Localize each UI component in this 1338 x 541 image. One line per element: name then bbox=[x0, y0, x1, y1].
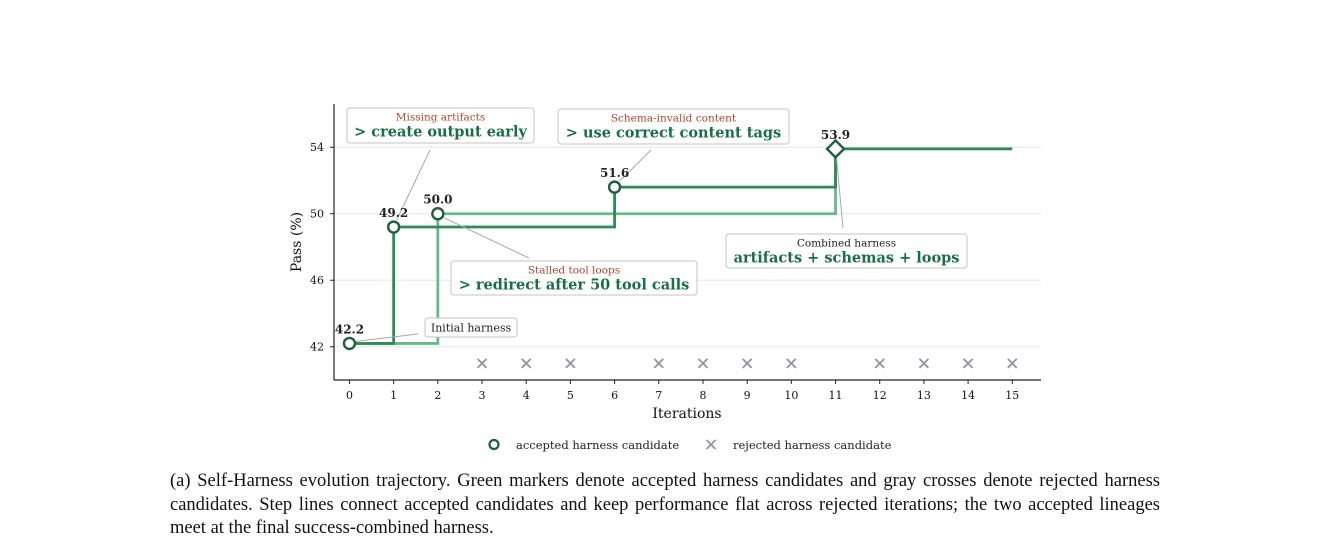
rejected-cross bbox=[653, 358, 664, 369]
annotation-box bbox=[557, 108, 790, 145]
annotation-text: Initial harness bbox=[431, 322, 512, 335]
annotation-leader bbox=[355, 333, 419, 342]
y-tick-label: 46 bbox=[310, 274, 324, 287]
annotation-leader bbox=[619, 149, 652, 182]
annotation-leader bbox=[836, 157, 844, 229]
legend-accepted-label: accepted harness candidate bbox=[516, 438, 679, 452]
value-label: 51.6 bbox=[600, 166, 629, 180]
annotation-headline: > redirect after 50 tool calls bbox=[459, 277, 690, 294]
x-tick-label: 8 bbox=[699, 389, 706, 402]
annotation-leaders bbox=[355, 149, 844, 342]
x-tick-label: 12 bbox=[873, 389, 887, 402]
annotation-note: Stalled tool loops bbox=[528, 265, 620, 277]
x-tick-label: 6 bbox=[611, 389, 618, 402]
annotation-leader bbox=[396, 149, 431, 221]
rejected-markers bbox=[476, 358, 1018, 369]
x-tick-label: 2 bbox=[434, 389, 441, 402]
x-tick-label: 13 bbox=[917, 389, 931, 402]
value-label: 50.0 bbox=[423, 193, 452, 207]
x-tick-label: 14 bbox=[961, 389, 975, 402]
accepted-circle-marker bbox=[386, 220, 401, 234]
legend-rejected-marker bbox=[705, 439, 717, 450]
legend: accepted harness candidate rejected harne… bbox=[488, 438, 892, 452]
rejected-cross bbox=[786, 358, 797, 369]
x-tick-label: 11 bbox=[829, 389, 843, 402]
accepted-circle-marker bbox=[607, 180, 622, 194]
accepted-circle-marker bbox=[342, 336, 357, 351]
x-tick-label: 1 bbox=[390, 389, 397, 402]
rejected-cross bbox=[742, 358, 753, 369]
annotation-headline: > use correct content tags bbox=[566, 125, 781, 142]
x-tick-label: 15 bbox=[1005, 389, 1019, 402]
legend-rejected-label: rejected harness candidate bbox=[733, 438, 892, 452]
rejected-cross bbox=[476, 358, 488, 369]
annotation-box bbox=[450, 260, 698, 296]
x-tick-label: 0 bbox=[346, 389, 353, 402]
figure-caption: (a) Self-Harness evolution trajectory. G… bbox=[170, 471, 1160, 538]
x-axis-label: Iterations bbox=[652, 406, 721, 422]
rejected-cross bbox=[918, 358, 930, 369]
annotation-note: Schema-invalid content bbox=[611, 113, 737, 125]
rejected-cross bbox=[1007, 358, 1018, 369]
annotation-box bbox=[725, 233, 968, 269]
x-tick-label: 10 bbox=[784, 389, 798, 402]
value-label: 42.2 bbox=[335, 322, 364, 336]
rejected-cross bbox=[697, 358, 709, 369]
annotation-headline: artifacts + schemas + loops bbox=[734, 250, 960, 267]
y-tick-label: 42 bbox=[310, 341, 324, 354]
annotations: Initial harness Missing artifacts> create… bbox=[346, 107, 968, 338]
accepted-circle-marker bbox=[431, 207, 445, 221]
annotation-box bbox=[424, 317, 518, 338]
rejected-cross bbox=[874, 358, 885, 369]
x-tick-label: 3 bbox=[479, 389, 486, 402]
annotation-note: Missing artifacts bbox=[396, 112, 486, 124]
y-axis-label: Pass (%) bbox=[289, 212, 305, 272]
annotation-box bbox=[346, 107, 535, 144]
axes bbox=[333, 104, 1041, 381]
x-tick-label: 5 bbox=[567, 389, 574, 402]
rejected-cross bbox=[565, 358, 576, 369]
y-tick-label: 50 bbox=[310, 208, 324, 221]
value-label: 49.2 bbox=[379, 206, 408, 220]
annotation-headline: > create output early bbox=[354, 124, 527, 141]
rejected-cross bbox=[962, 358, 974, 369]
rejected-cross bbox=[521, 358, 532, 369]
annotation-leader bbox=[443, 217, 530, 259]
legend-accepted-marker bbox=[488, 438, 500, 451]
annotation-note: Combined harness bbox=[797, 238, 896, 250]
x-tick-label: 7 bbox=[655, 389, 662, 402]
accepted-diamond-marker bbox=[825, 138, 846, 160]
x-tick-label: 4 bbox=[523, 389, 530, 402]
accepted-markers: 42.2 49.2 50.0 51.6 53.9 bbox=[335, 128, 850, 351]
x-tick-label: 9 bbox=[744, 389, 751, 402]
value-label: 53.9 bbox=[821, 128, 850, 142]
y-tick-label: 54 bbox=[310, 141, 324, 154]
